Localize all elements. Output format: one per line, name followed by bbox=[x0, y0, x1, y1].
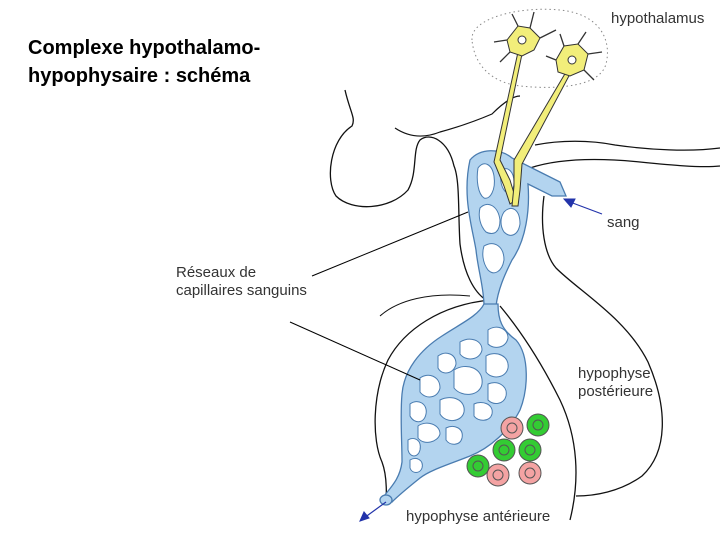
pink-cell bbox=[486, 463, 510, 487]
label-reseaux-line-1: Réseaux de bbox=[176, 264, 257, 281]
upper-hole bbox=[482, 243, 505, 274]
leader-line-reseaux-lower bbox=[289, 321, 421, 381]
lower-hole bbox=[487, 382, 507, 404]
lower-hole bbox=[409, 457, 423, 473]
label-posterieure-line-2: postérieure bbox=[578, 383, 654, 400]
lower-hole bbox=[485, 353, 509, 378]
green-cell bbox=[466, 454, 490, 478]
tissue-contour-right-mid bbox=[529, 158, 720, 169]
lower-hole bbox=[487, 326, 509, 348]
anterior-pituitary-outline bbox=[374, 299, 577, 521]
lower-hole bbox=[407, 437, 421, 457]
label-reseaux-line-2: capillaires sanguins bbox=[176, 282, 307, 299]
upper-hole bbox=[500, 208, 521, 236]
brain-outline-left bbox=[329, 89, 487, 301]
lower-hole bbox=[445, 425, 463, 445]
neuron-nucleus bbox=[567, 55, 577, 65]
lower-hole bbox=[419, 374, 441, 398]
label-hypophyse-anterieure: hypophyse antérieure bbox=[406, 508, 551, 525]
green-cell bbox=[492, 438, 516, 462]
label-hypophyse-posterieure: hypophyse postérieure bbox=[578, 365, 653, 401]
tissue-contour-bottom-left bbox=[379, 294, 471, 317]
blood-arrows bbox=[359, 198, 603, 522]
lower-hole bbox=[453, 366, 483, 395]
arrow-outlet-head bbox=[359, 511, 370, 522]
upper-hole bbox=[478, 204, 501, 234]
neuron-axon-right bbox=[511, 71, 571, 207]
lower-hole bbox=[473, 401, 493, 421]
green-cell bbox=[526, 413, 550, 437]
upper-hole bbox=[476, 163, 495, 199]
neuron-dendrites bbox=[493, 11, 603, 81]
pink-cell bbox=[500, 416, 524, 440]
lower-hole bbox=[437, 352, 457, 374]
label-sang: sang bbox=[607, 214, 640, 231]
arrow-outlet-line bbox=[363, 501, 387, 519]
arrow-sang-head bbox=[562, 198, 576, 208]
page-title: Complexe hypothalamo- hypophysaire : sch… bbox=[28, 34, 260, 90]
neuron-nucleus bbox=[517, 35, 527, 45]
label-posterieure-line-1: hypophyse bbox=[578, 365, 651, 382]
label-reseaux-capillaires: Réseaux de capillaires sanguins bbox=[176, 264, 307, 300]
title-line-2: hypophysaire : schéma bbox=[28, 65, 251, 87]
lower-hole bbox=[409, 401, 427, 423]
lower-bed-holes bbox=[407, 326, 509, 473]
lower-hole bbox=[459, 338, 483, 360]
lower-hole bbox=[417, 422, 441, 443]
outlet-vessel-end bbox=[379, 494, 393, 506]
label-hypothalamus: hypothalamus bbox=[611, 10, 705, 27]
leader-line-reseaux-upper bbox=[311, 211, 469, 277]
tissue-contour-right-top bbox=[534, 140, 720, 151]
pink-cell bbox=[518, 461, 542, 485]
title-line-1: Complexe hypothalamo- bbox=[28, 37, 261, 59]
arrow-sang-line bbox=[569, 201, 603, 215]
lower-hole bbox=[439, 397, 465, 421]
neuron-nuclei bbox=[517, 35, 577, 65]
green-cell bbox=[518, 438, 542, 462]
hypothalamus-region bbox=[471, 8, 608, 88]
endocrine-cells bbox=[466, 413, 550, 487]
posterior-pituitary-outline bbox=[541, 195, 663, 497]
